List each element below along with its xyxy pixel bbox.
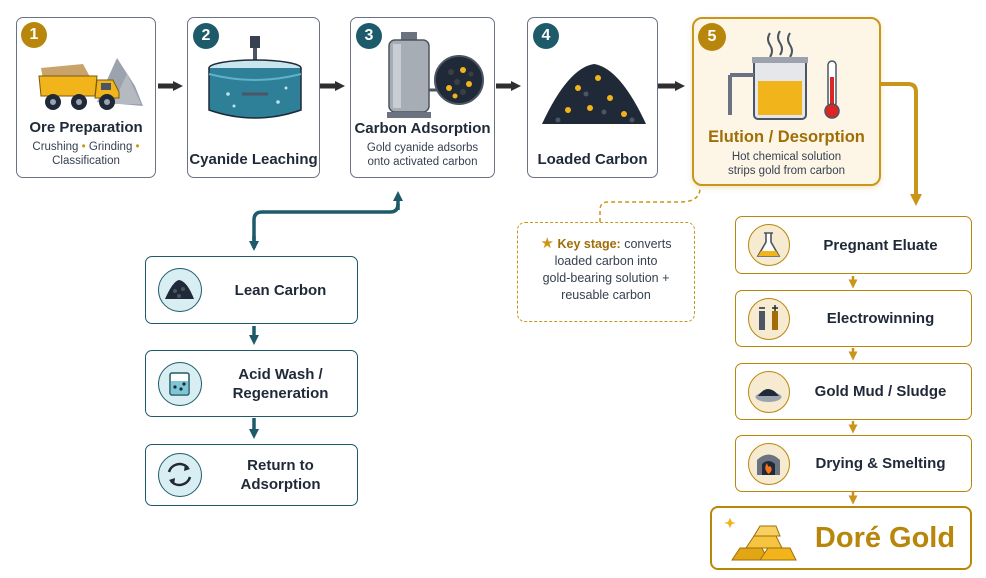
- step-title: Ore Preparation: [29, 119, 143, 136]
- star-icon: ★: [540, 235, 554, 252]
- regeneration-loop-arrows: [249, 191, 403, 439]
- note-key-label: Key stage:: [557, 237, 621, 251]
- lane-label: Lean Carbon: [234, 281, 327, 299]
- key-stage-note: ★ Key stage: converts loaded carbon into…: [517, 222, 695, 322]
- electrowinning-card[interactable]: Electrowinning: [735, 290, 972, 347]
- return-adsorption-card[interactable]: Return to Adsorption: [145, 444, 358, 506]
- recycle-icon: [158, 453, 202, 497]
- step-title: Cyanide Leaching: [189, 151, 318, 168]
- gold-mud-card[interactable]: Gold Mud / Sludge: [735, 363, 972, 420]
- acid-wash-icon: [158, 362, 202, 406]
- step-number-badge: 4: [533, 23, 559, 49]
- step-cyanide-leaching[interactable]: 2 Cyanide Leaching: [187, 17, 320, 178]
- step-number-badge: 1: [21, 22, 47, 48]
- electrodes-icon: [748, 298, 790, 340]
- recovery-label: Gold Mud / Sludge: [814, 383, 947, 400]
- step-title: Loaded Carbon: [537, 151, 648, 168]
- step-number-badge: 2: [193, 23, 219, 49]
- dump-truck-icon: [38, 58, 143, 110]
- step-ore-preparation[interactable]: 1 Ore Preparation Crushing • Grinding • …: [16, 17, 156, 178]
- step-title: Elution / Desorption: [708, 128, 865, 146]
- adsorption-column-icon: [387, 32, 484, 118]
- leach-tank-icon: [208, 36, 302, 119]
- sludge-bowl-icon: [748, 371, 790, 413]
- acid-wash-card[interactable]: Acid Wash /Regeneration: [145, 350, 358, 417]
- step-subtitle: Hot chemical solution strips gold from c…: [728, 151, 845, 177]
- step-number-badge: 5: [698, 23, 726, 51]
- recovery-label: Electrowinning: [826, 310, 935, 327]
- lane-label: Acid Wash /Regeneration: [232, 365, 329, 402]
- recovery-arrows: [848, 82, 922, 505]
- step-elution-desorption[interactable]: 5 Elution / Desorption Hot chemical solu…: [692, 17, 881, 186]
- step-loaded-carbon[interactable]: 4 Loaded Carbon: [527, 17, 658, 178]
- carbon-pile-icon: [542, 64, 646, 124]
- drying-smelting-card[interactable]: Drying & Smelting: [735, 435, 972, 492]
- note-connector: [599, 187, 701, 222]
- step-carbon-adsorption[interactable]: 3 Carbon Adsorption Gold cyanide adsorbs…: [350, 17, 495, 178]
- recovery-label: Pregnant Eluate: [823, 236, 938, 254]
- lean-carbon-icon: [158, 268, 202, 312]
- lane-label: Return to Adsorption: [240, 457, 321, 493]
- lean-carbon-card[interactable]: Lean Carbon: [145, 256, 358, 324]
- step-number-badge: 3: [356, 23, 382, 49]
- step-subtitle: Crushing • Grinding • Classification: [32, 141, 140, 167]
- final-product-label: Doré Gold: [814, 521, 956, 554]
- dore-gold-card[interactable]: Doré Gold: [710, 506, 972, 570]
- flask-icon: [748, 224, 790, 266]
- furnace-icon: [748, 443, 790, 485]
- gold-bars-icon: [724, 518, 797, 561]
- step-subtitle: Gold cyanide adsorbs onto activated carb…: [366, 142, 479, 168]
- pregnant-eluate-card[interactable]: Pregnant Eluate: [735, 216, 972, 274]
- step-title: Carbon Adsorption: [354, 120, 491, 137]
- heated-vessel-icon: [728, 30, 840, 120]
- recovery-label: Drying & Smelting: [815, 455, 946, 472]
